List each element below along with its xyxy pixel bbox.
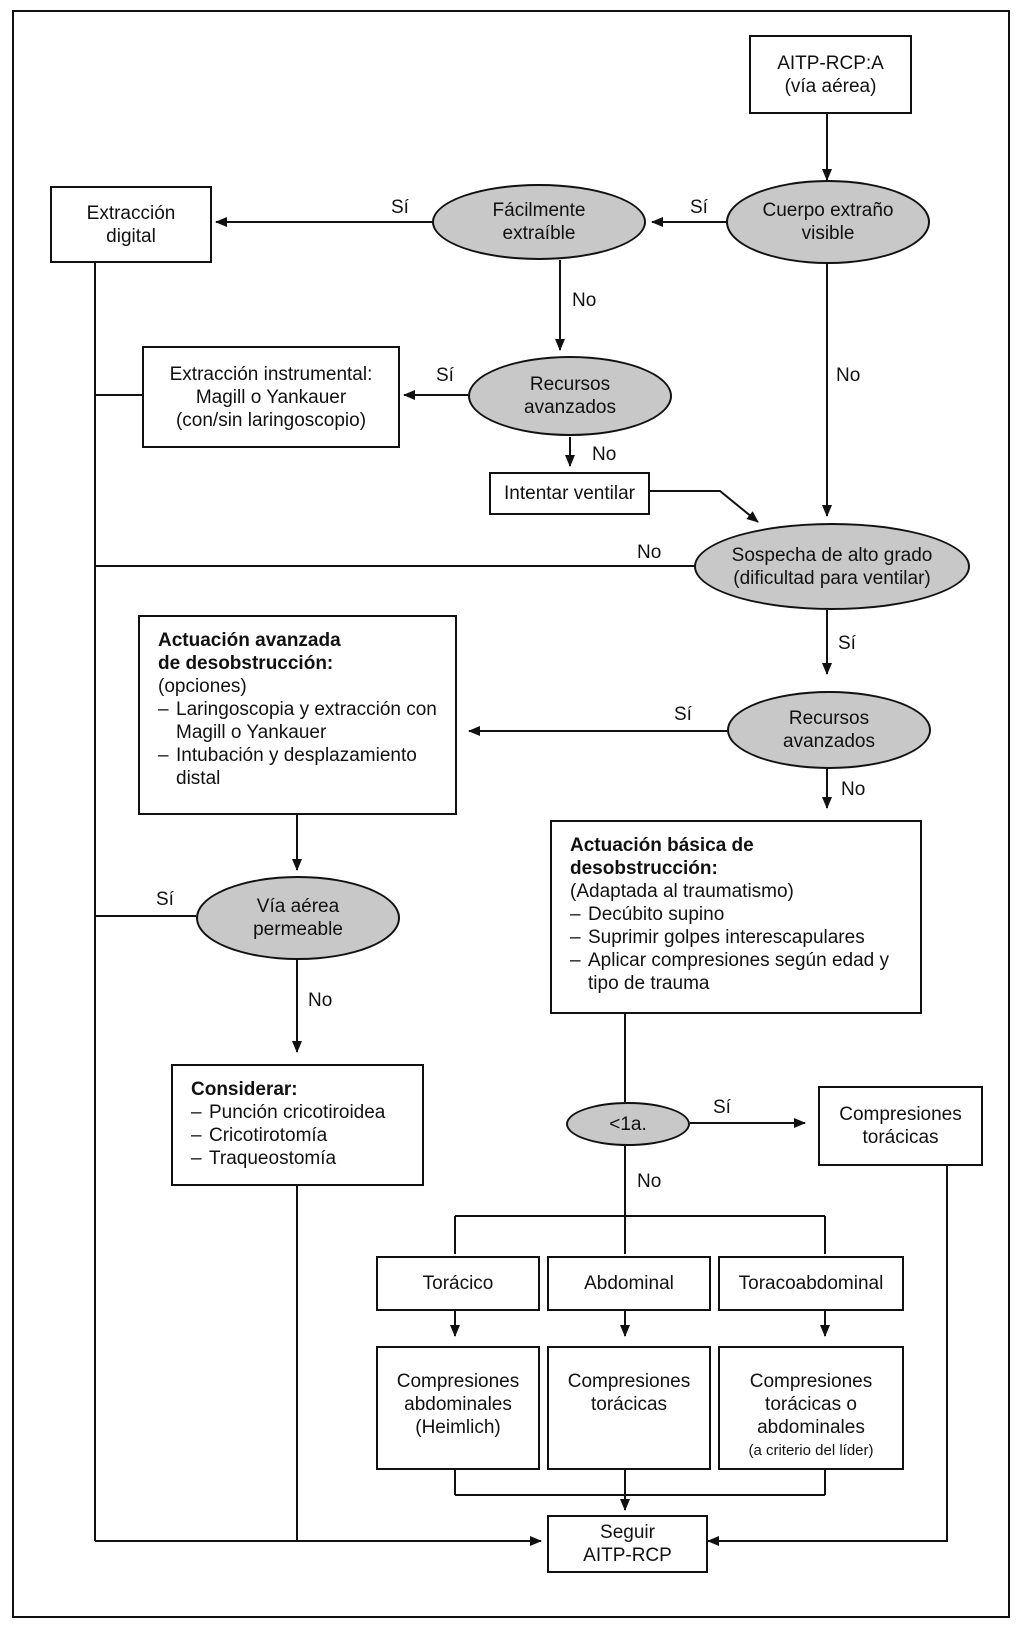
edge-label-no: No bbox=[637, 542, 662, 563]
list-item: Aplicar compresiones según edad y tipo d… bbox=[570, 949, 902, 995]
list-item: Suprimir golpes interescapulares bbox=[570, 926, 902, 949]
edge-label-no: No bbox=[836, 365, 861, 386]
extraccion-digital-box: Extracción digital bbox=[50, 186, 212, 263]
edge-label-si: Sí bbox=[391, 197, 409, 218]
list-item: Traqueostomía bbox=[191, 1147, 385, 1170]
list-item: Decúbito supino bbox=[570, 903, 902, 926]
facilmente-extraible-decision: Fácilmente extraíble bbox=[432, 184, 646, 260]
compresiones-toracicas-o-abdominales-box: Compresiones torácicas o abdominales (a … bbox=[718, 1346, 904, 1470]
start-node: AITP-RCP:A (vía aérea) bbox=[749, 35, 912, 114]
edge-ventilar-to-sospecha bbox=[650, 490, 759, 523]
edge-label-no: No bbox=[841, 779, 866, 800]
edge-label-si: Sí bbox=[713, 1097, 731, 1118]
list-item: Intubación y desplazamiento distal bbox=[158, 744, 437, 790]
list-item: Laringoscopia y extracción con Magill o … bbox=[158, 698, 437, 744]
edge-label-no: No bbox=[572, 290, 597, 311]
outer-frame bbox=[12, 10, 1010, 1618]
compresiones-toracicas-1-box: Compresiones torácicas bbox=[818, 1086, 983, 1166]
extraccion-instrumental-box: Extracción instrumental: Magill o Yankau… bbox=[142, 346, 400, 448]
edge-label-si: Sí bbox=[838, 633, 856, 654]
actuacion-avanzada-box: Actuación avanzada de desobstrucción: (o… bbox=[138, 615, 457, 815]
edge-label-si: Sí bbox=[436, 365, 454, 386]
edge-label-si: Sí bbox=[156, 889, 174, 910]
considerar-list: Punción cricotiroidea Cricotirotomía Tra… bbox=[191, 1101, 385, 1170]
edge-label-no: No bbox=[592, 444, 617, 465]
actuacion-basica-list: Decúbito supino Suprimir golpes interesc… bbox=[570, 903, 902, 995]
sospecha-decision: Sospecha de alto grado (dificultad para … bbox=[694, 523, 970, 610]
actuacion-basica-box: Actuación básica de desobstrucción: (Ada… bbox=[550, 820, 922, 1014]
intentar-ventilar-box: Intentar ventilar bbox=[489, 472, 650, 515]
actuacion-avanzada-list: Laringoscopia y extracción con Magill o … bbox=[158, 698, 437, 790]
list-item: Cricotirotomía bbox=[191, 1124, 385, 1147]
via-aerea-permeable-decision: Vía aérea permeable bbox=[196, 876, 400, 960]
toracico-box: Torácico bbox=[376, 1256, 540, 1311]
seguir-box: Seguir AITP-RCP bbox=[547, 1515, 708, 1573]
compresiones-toracicas-2-box: Compresiones torácicas bbox=[547, 1346, 711, 1470]
edge-label-no: No bbox=[637, 1171, 662, 1192]
edge-label-si: Sí bbox=[674, 704, 692, 725]
edge-label-no: No bbox=[308, 990, 333, 1011]
menor-1a-decision: <1a. bbox=[566, 1102, 690, 1146]
list-item: Punción cricotiroidea bbox=[191, 1101, 385, 1124]
cuerpo-extrano-decision: Cuerpo extraño visible bbox=[726, 180, 930, 264]
recursos-avanzados-2-decision: Recursos avanzados bbox=[727, 691, 931, 769]
recursos-avanzados-1-decision: Recursos avanzados bbox=[468, 356, 672, 436]
compresiones-abdominales-box: Compresiones abdominales (Heimlich) bbox=[376, 1346, 540, 1470]
edge-compresiones1-to-seguir bbox=[707, 1166, 948, 1546]
edge-label-si: Sí bbox=[690, 197, 708, 218]
abdominal-box: Abdominal bbox=[547, 1256, 711, 1311]
considerar-box: Considerar: Punción cricotiroidea Cricot… bbox=[171, 1064, 424, 1186]
toracoabdominal-box: Toracoabdominal bbox=[718, 1256, 904, 1311]
